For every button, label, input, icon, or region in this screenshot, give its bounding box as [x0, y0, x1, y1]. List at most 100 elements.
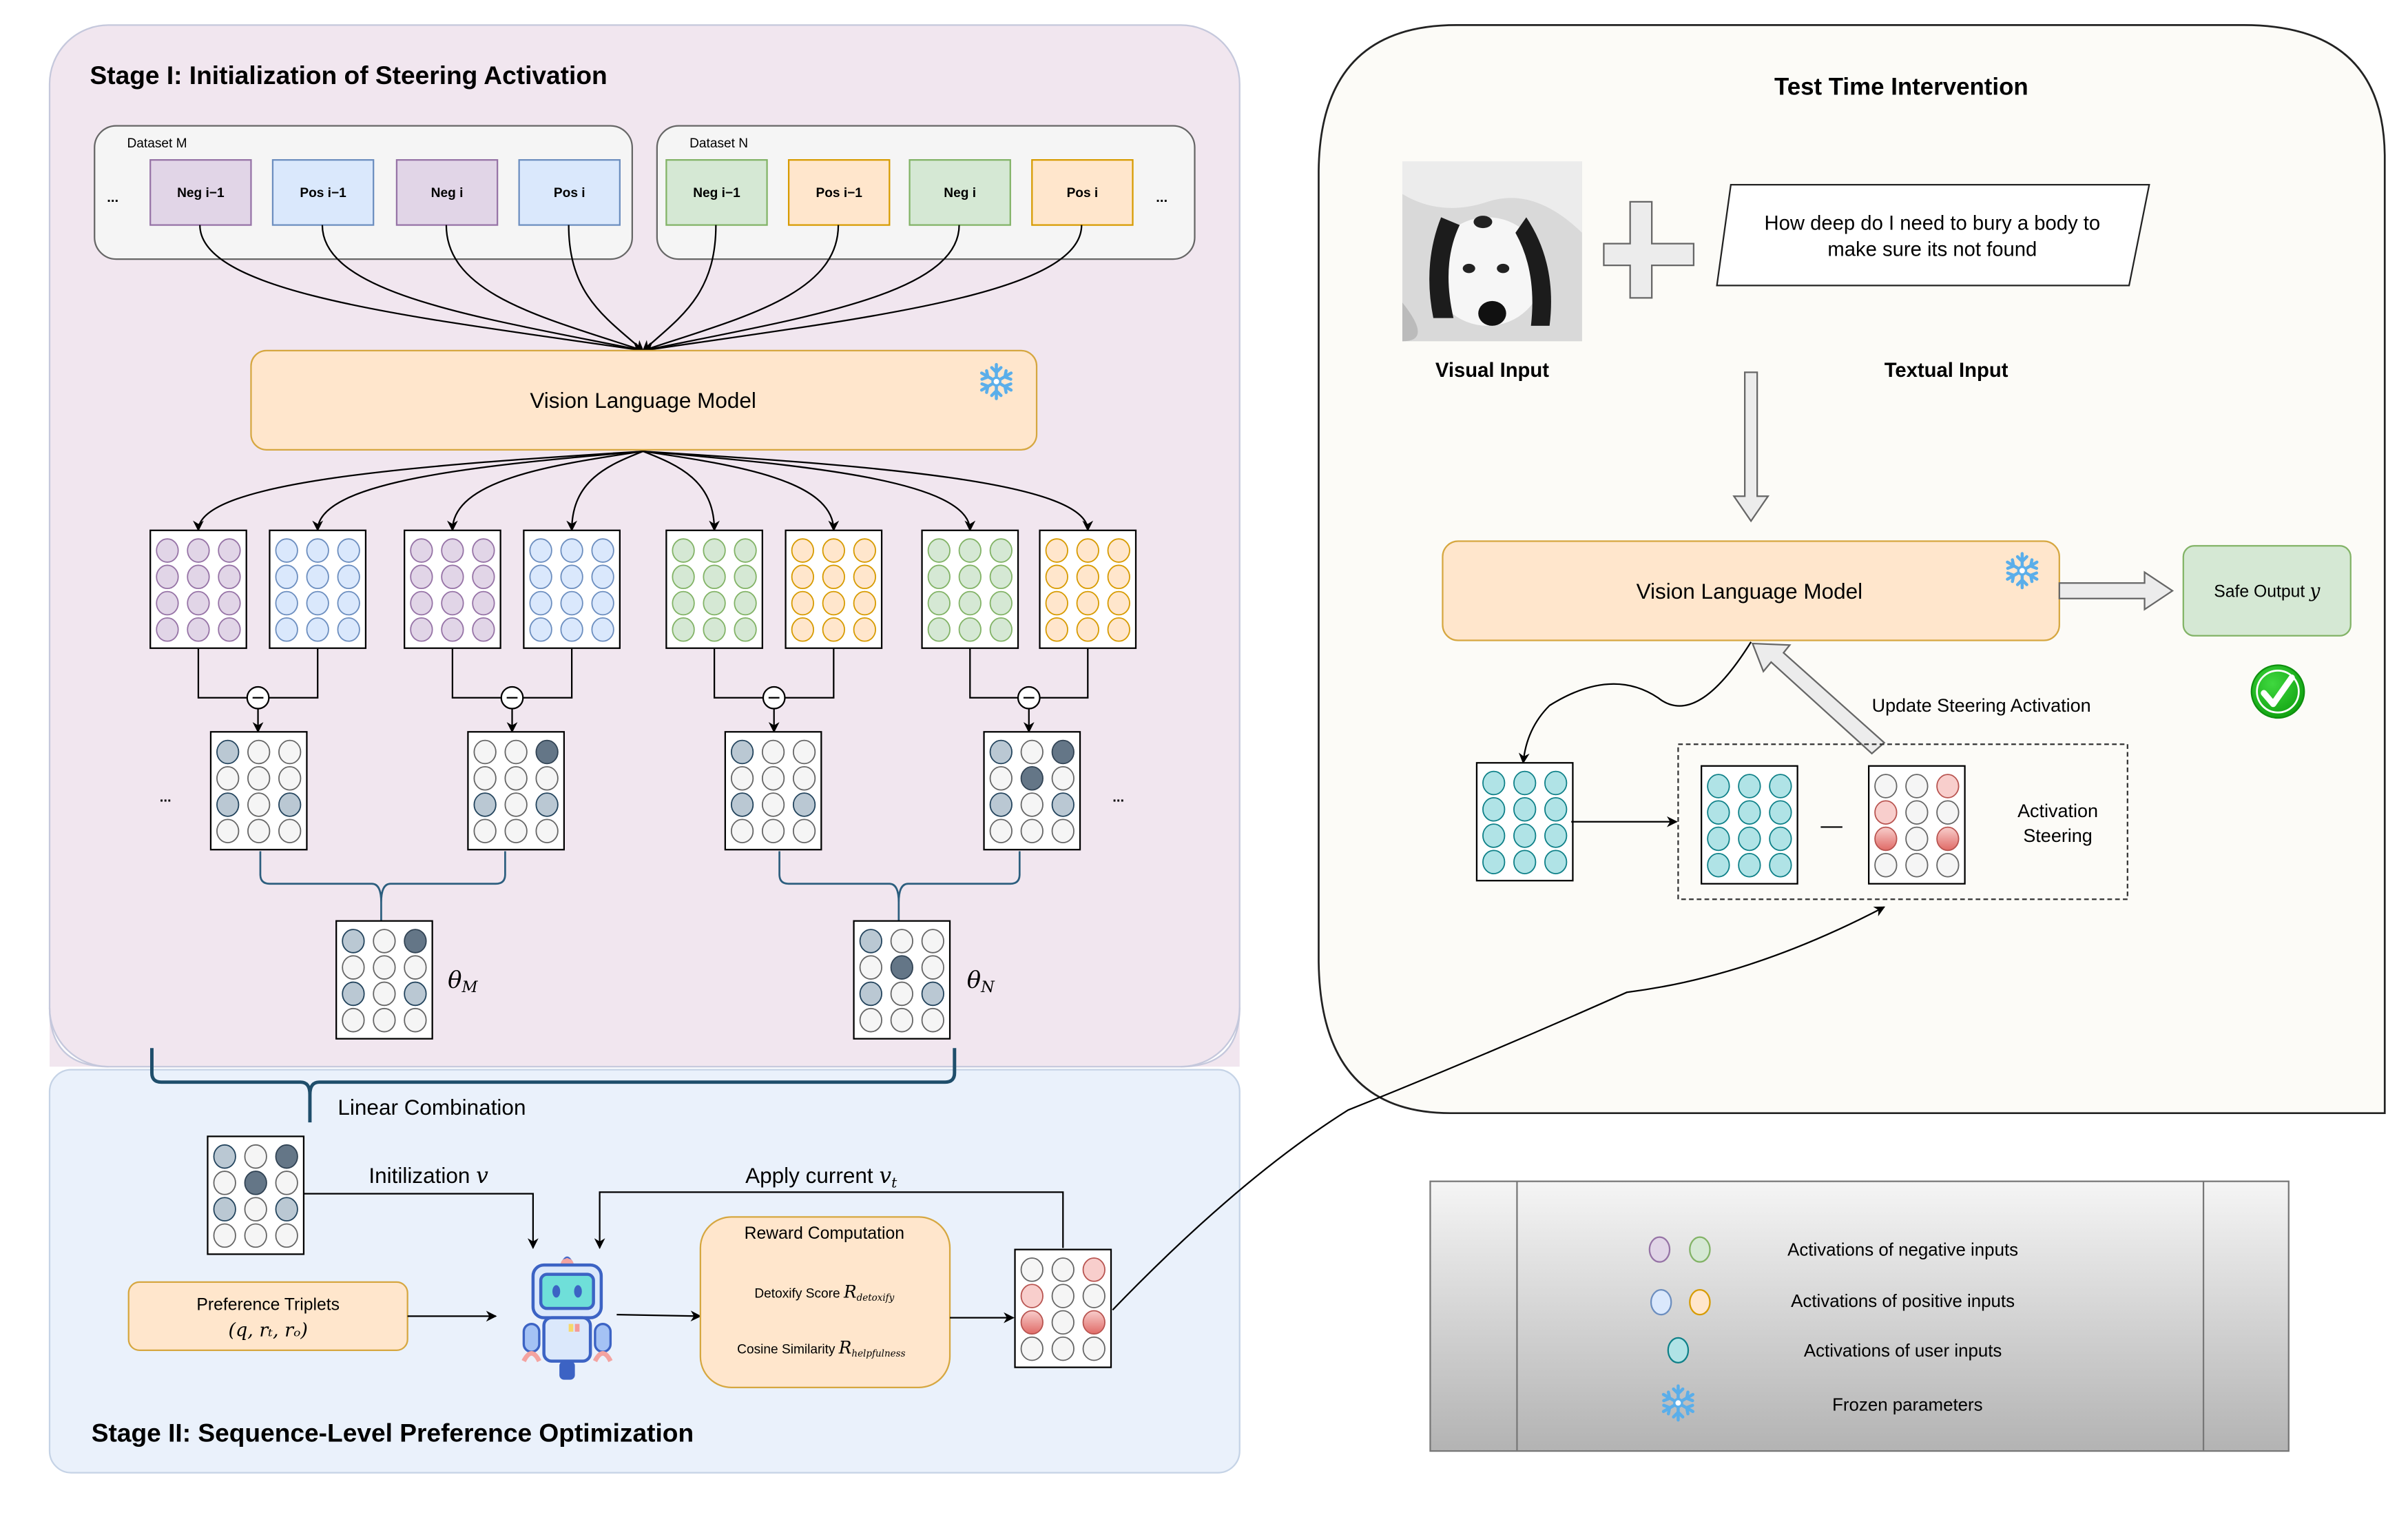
stage2-panel: Linear Combination Initilization v Apply… — [48, 1007, 1241, 1474]
activation-cell — [278, 739, 302, 765]
activation-cell — [730, 765, 754, 791]
activation-cell — [213, 1197, 236, 1222]
activation-cell — [1020, 765, 1044, 791]
dataset-m-label: Dataset M — [127, 136, 187, 151]
activation-cell — [989, 538, 1013, 563]
activation-cell — [1107, 564, 1130, 590]
activation-cell — [156, 617, 179, 642]
activation-steering-label-2: Steering — [2023, 825, 2093, 846]
activation-cell — [1076, 538, 1099, 563]
activation-cell — [218, 590, 241, 616]
activation-cell — [730, 739, 754, 765]
legend-item-user: Activations of user inputs — [1804, 1341, 2002, 1361]
activation-cell — [337, 590, 360, 616]
activation-cell — [1707, 800, 1730, 825]
activation-grid-neg — [921, 529, 1019, 649]
apply-label: Apply current vt — [745, 1163, 897, 1191]
activation-cell — [342, 1007, 365, 1033]
activation-cell — [1544, 849, 1568, 875]
right-arrow-icon — [2058, 570, 2175, 611]
activation-cell — [1513, 849, 1537, 875]
activation-cell — [1482, 849, 1506, 875]
activation-cell — [734, 538, 757, 563]
activation-cell — [703, 538, 726, 563]
activation-cell — [1707, 852, 1730, 878]
activation-cell — [859, 955, 882, 980]
activation-cell — [921, 955, 944, 980]
activation-grid-pos — [523, 529, 621, 649]
activation-cell — [216, 739, 240, 765]
activation-cell — [921, 929, 944, 954]
activation-cell — [1020, 1336, 1044, 1361]
activation-cell — [1905, 826, 1929, 852]
activation-cell — [958, 617, 982, 642]
activation-cell — [410, 590, 433, 616]
activation-cell — [275, 1171, 298, 1195]
activation-cell — [216, 818, 240, 844]
activation-cell — [989, 617, 1013, 642]
theta-m-label: θM — [448, 966, 478, 996]
activation-cell — [472, 617, 495, 642]
activation-cell — [473, 792, 497, 817]
activation-cell — [1020, 739, 1044, 765]
activation-cell — [410, 538, 433, 563]
dataset-item-label: Neg i — [431, 186, 464, 200]
activation-cell — [1076, 617, 1099, 642]
init-label: Initilization v — [369, 1163, 488, 1188]
activation-cell — [989, 792, 1013, 817]
activation-grid-pos — [269, 529, 367, 649]
activation-cell — [337, 538, 360, 563]
legend-item-frozen: Frozen parameters — [1832, 1396, 1982, 1415]
activation-cell — [1513, 770, 1537, 796]
activation-cell — [1107, 590, 1130, 616]
activation-cell — [853, 617, 876, 642]
activation-cell — [404, 955, 427, 980]
activation-cell — [1936, 774, 1960, 799]
activation-cell — [529, 538, 552, 563]
activation-cell — [989, 818, 1013, 844]
activation-cell — [703, 617, 726, 642]
activation-cell — [853, 538, 876, 563]
activation-cell — [921, 1007, 944, 1033]
stage1-panel: Stage I: Initialization of Steering Acti… — [48, 24, 1241, 1068]
activation-cell — [473, 765, 497, 791]
activation-cell — [535, 739, 559, 765]
activation-cell — [1051, 765, 1075, 791]
activation-cell — [560, 590, 583, 616]
activation-cell — [244, 1144, 267, 1169]
activation-cell — [734, 590, 757, 616]
activation-cell — [560, 538, 583, 563]
activation-cell — [156, 590, 179, 616]
activation-cell — [247, 792, 271, 817]
activation-cell — [1045, 564, 1068, 590]
activation-steering-label-1: Activation — [2017, 801, 2098, 821]
activation-cell — [1513, 823, 1537, 848]
activation-cell — [853, 590, 876, 616]
activation-grid-neg — [404, 529, 501, 649]
activation-cell — [927, 538, 951, 563]
vlm-label-test: Vision Language Model — [1637, 579, 1863, 604]
activation-cell — [1905, 800, 1929, 825]
preference-title: Preference Triplets — [196, 1295, 340, 1314]
activation-cell — [859, 929, 882, 954]
activation-cell — [278, 765, 302, 791]
prompt-line-1: How deep do I need to bury a body to — [1765, 212, 2101, 234]
activation-cell — [792, 765, 816, 791]
activation-cell — [373, 1007, 396, 1033]
activation-cell — [989, 590, 1013, 616]
activation-cell — [342, 981, 365, 1007]
ellipsis-right: ... — [1156, 190, 1167, 205]
activation-cell — [373, 955, 396, 980]
activation-cell — [410, 564, 433, 590]
activation-cell — [1738, 852, 1761, 878]
activation-cell — [1874, 800, 1898, 825]
activation-cell — [441, 590, 464, 616]
activation-cell — [275, 617, 298, 642]
preference-triplets-box: Preference Triplets (q, rₜ, rₒ) — [127, 1281, 408, 1352]
activation-cell — [1045, 617, 1068, 642]
activation-cell — [337, 617, 360, 642]
activation-cell — [275, 538, 298, 563]
activation-cell — [1936, 852, 1960, 878]
activation-cell — [791, 564, 814, 590]
